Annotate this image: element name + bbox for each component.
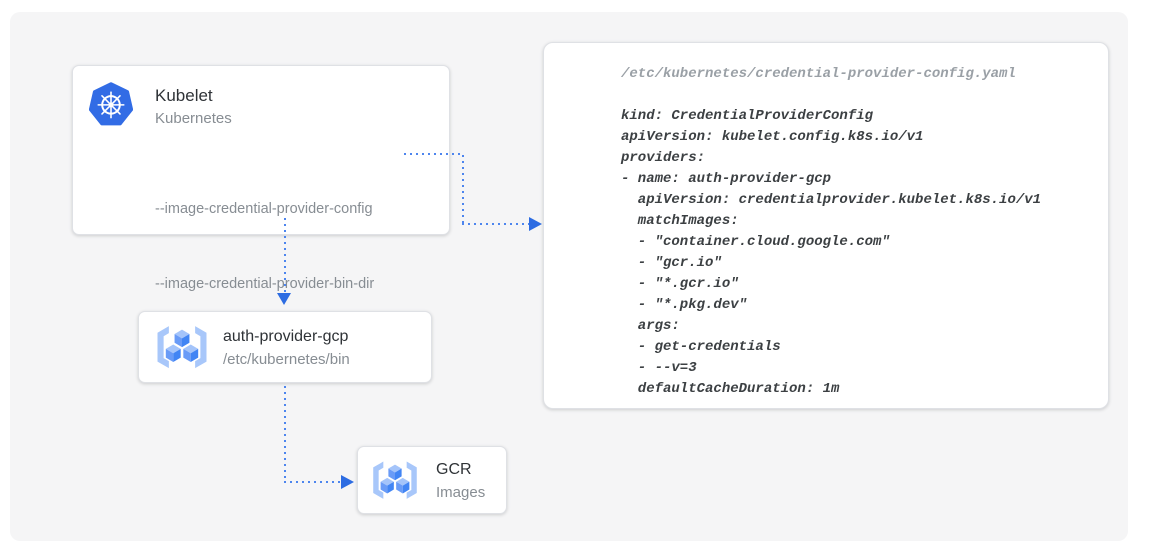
config-yaml-code: kind: CredentialProviderConfig apiVersio…: [621, 106, 1098, 400]
gcr-node: GCR Images: [357, 446, 507, 514]
arrow-segment: [462, 155, 464, 225]
code-line: providers:: [621, 150, 706, 166]
code-line: - "gcr.io": [621, 255, 722, 271]
code-line: args:: [621, 318, 680, 334]
config-file-path: /etc/kubernetes/credential-provider-conf…: [621, 66, 1016, 82]
code-line: - "*.pkg.dev": [621, 297, 748, 313]
arrowhead-right-icon: [341, 475, 354, 489]
code-line: matchImages:: [621, 213, 739, 229]
auth-provider-gcp-node: auth-provider-gcp /etc/kubernetes/bin: [138, 311, 432, 383]
code-line: kind: CredentialProviderConfig: [621, 108, 874, 124]
container-registry-icon: [154, 324, 210, 372]
config-file-panel: /etc/kubernetes/credential-provider-conf…: [543, 42, 1109, 409]
gcr-title: GCR: [436, 461, 472, 478]
arrowhead-down-icon: [277, 293, 291, 305]
kubernetes-icon: [89, 81, 133, 127]
container-registry-icon: [370, 460, 420, 502]
kubelet-flag-config: --image-credential-provider-config: [155, 201, 373, 217]
code-line: - "container.cloud.google.com": [621, 234, 890, 250]
kubelet-subtitle: Kubernetes: [155, 110, 232, 127]
code-line: - --v=3: [621, 360, 697, 376]
code-line: apiVersion: credentialprovider.kubelet.k…: [621, 192, 1042, 208]
auth-provider-title: auth-provider-gcp: [223, 328, 349, 345]
arrow-segment: [404, 153, 464, 155]
code-line: apiVersion: kubelet.config.k8s.io/v1: [621, 129, 924, 145]
code-line: - "*.gcr.io": [621, 276, 739, 292]
arrow-segment: [284, 218, 286, 294]
arrowhead-right-icon: [529, 217, 542, 231]
kubelet-flags: --image-credential-provider-config --ima…: [155, 147, 374, 347]
gcr-header: GCR Images: [436, 458, 485, 504]
kubelet-flag-bin-dir: --image-credential-provider-bin-dir: [155, 276, 375, 292]
kubelet-node: Kubelet Kubernetes --image-credential-pr…: [72, 65, 450, 292]
arrow-segment: [284, 481, 342, 483]
arrow-segment: [462, 223, 530, 225]
auth-provider-header: auth-provider-gcp /etc/kubernetes/bin: [223, 325, 350, 371]
kubelet-header: Kubelet Kubernetes: [155, 84, 232, 130]
code-line: - name: auth-provider-gcp: [621, 171, 832, 187]
code-line: defaultCacheDuration: 1m: [621, 381, 840, 397]
auth-provider-path: /etc/kubernetes/bin: [223, 351, 350, 368]
kubelet-title: Kubelet: [155, 86, 213, 105]
arrow-segment: [284, 386, 286, 482]
code-line: - get-credentials: [621, 339, 781, 355]
gcr-subtitle: Images: [436, 484, 486, 501]
